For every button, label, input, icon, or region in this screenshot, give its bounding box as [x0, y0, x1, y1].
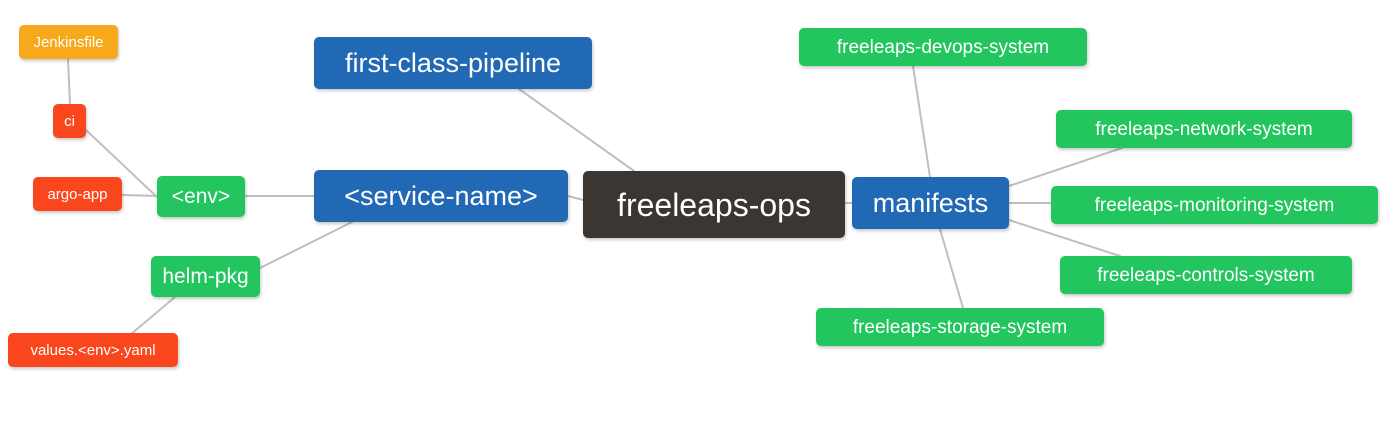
- node-helm-pkg[interactable]: helm-pkg: [151, 256, 260, 297]
- node-freeleaps-ops[interactable]: freeleaps-ops: [583, 171, 845, 238]
- node-env[interactable]: <env>: [157, 176, 245, 217]
- node-ci[interactable]: ci: [53, 104, 86, 138]
- node-label: <env>: [171, 185, 231, 208]
- edge-manifests-to-freeleaps-controls-system: [1008, 219, 1121, 257]
- edge-manifests-to-freeleaps-storage-system: [939, 228, 964, 309]
- edge-first-class-pipeline-to-freeleaps-ops: [518, 88, 635, 172]
- node-argo-app[interactable]: argo-app: [33, 177, 122, 211]
- node-values-yaml[interactable]: values.<env>.yaml: [8, 333, 178, 367]
- node-freeleaps-controls-system[interactable]: freeleaps-controls-system: [1060, 256, 1352, 294]
- edge-manifests-to-freeleaps-network-system: [1008, 147, 1123, 187]
- node-label: manifests: [872, 187, 989, 218]
- node-label: freeleaps-devops-system: [836, 36, 1050, 58]
- node-label: Jenkinsfile: [33, 33, 104, 51]
- node-label: freeleaps-network-system: [1095, 118, 1313, 140]
- node-freeleaps-monitoring-system[interactable]: freeleaps-monitoring-system: [1051, 186, 1378, 224]
- node-label: freeleaps-storage-system: [852, 316, 1068, 338]
- node-label: freeleaps-monitoring-system: [1094, 194, 1335, 216]
- edge-argo-app-to-env: [121, 194, 158, 197]
- edge-service-name-to-helm-pkg: [259, 221, 353, 269]
- node-label: first-class-pipeline: [344, 47, 562, 78]
- node-freeleaps-network-system[interactable]: freeleaps-network-system: [1056, 110, 1352, 148]
- node-label: argo-app: [47, 185, 108, 203]
- node-label: <service-name>: [344, 180, 538, 211]
- node-service-name[interactable]: <service-name>: [314, 170, 568, 222]
- edge-service-name-to-freeleaps-ops: [567, 195, 584, 201]
- node-label: helm-pkg: [162, 265, 249, 288]
- node-label: freeleaps-ops: [617, 186, 811, 223]
- node-freeleaps-storage-system[interactable]: freeleaps-storage-system: [816, 308, 1104, 346]
- node-jenkinsfile[interactable]: Jenkinsfile: [19, 25, 118, 59]
- edge-jenkinsfile-to-ci: [67, 58, 71, 105]
- edge-helm-pkg-to-values-yaml: [129, 296, 176, 336]
- node-label: ci: [64, 112, 75, 130]
- node-freeleaps-devops-system[interactable]: freeleaps-devops-system: [799, 28, 1087, 66]
- node-label: freeleaps-controls-system: [1097, 264, 1315, 286]
- edge-manifests-to-freeleaps-devops-system: [912, 65, 931, 178]
- node-label: values.<env>.yaml: [30, 341, 156, 359]
- node-manifests[interactable]: manifests: [852, 177, 1009, 229]
- node-first-class-pipeline[interactable]: first-class-pipeline: [314, 37, 592, 89]
